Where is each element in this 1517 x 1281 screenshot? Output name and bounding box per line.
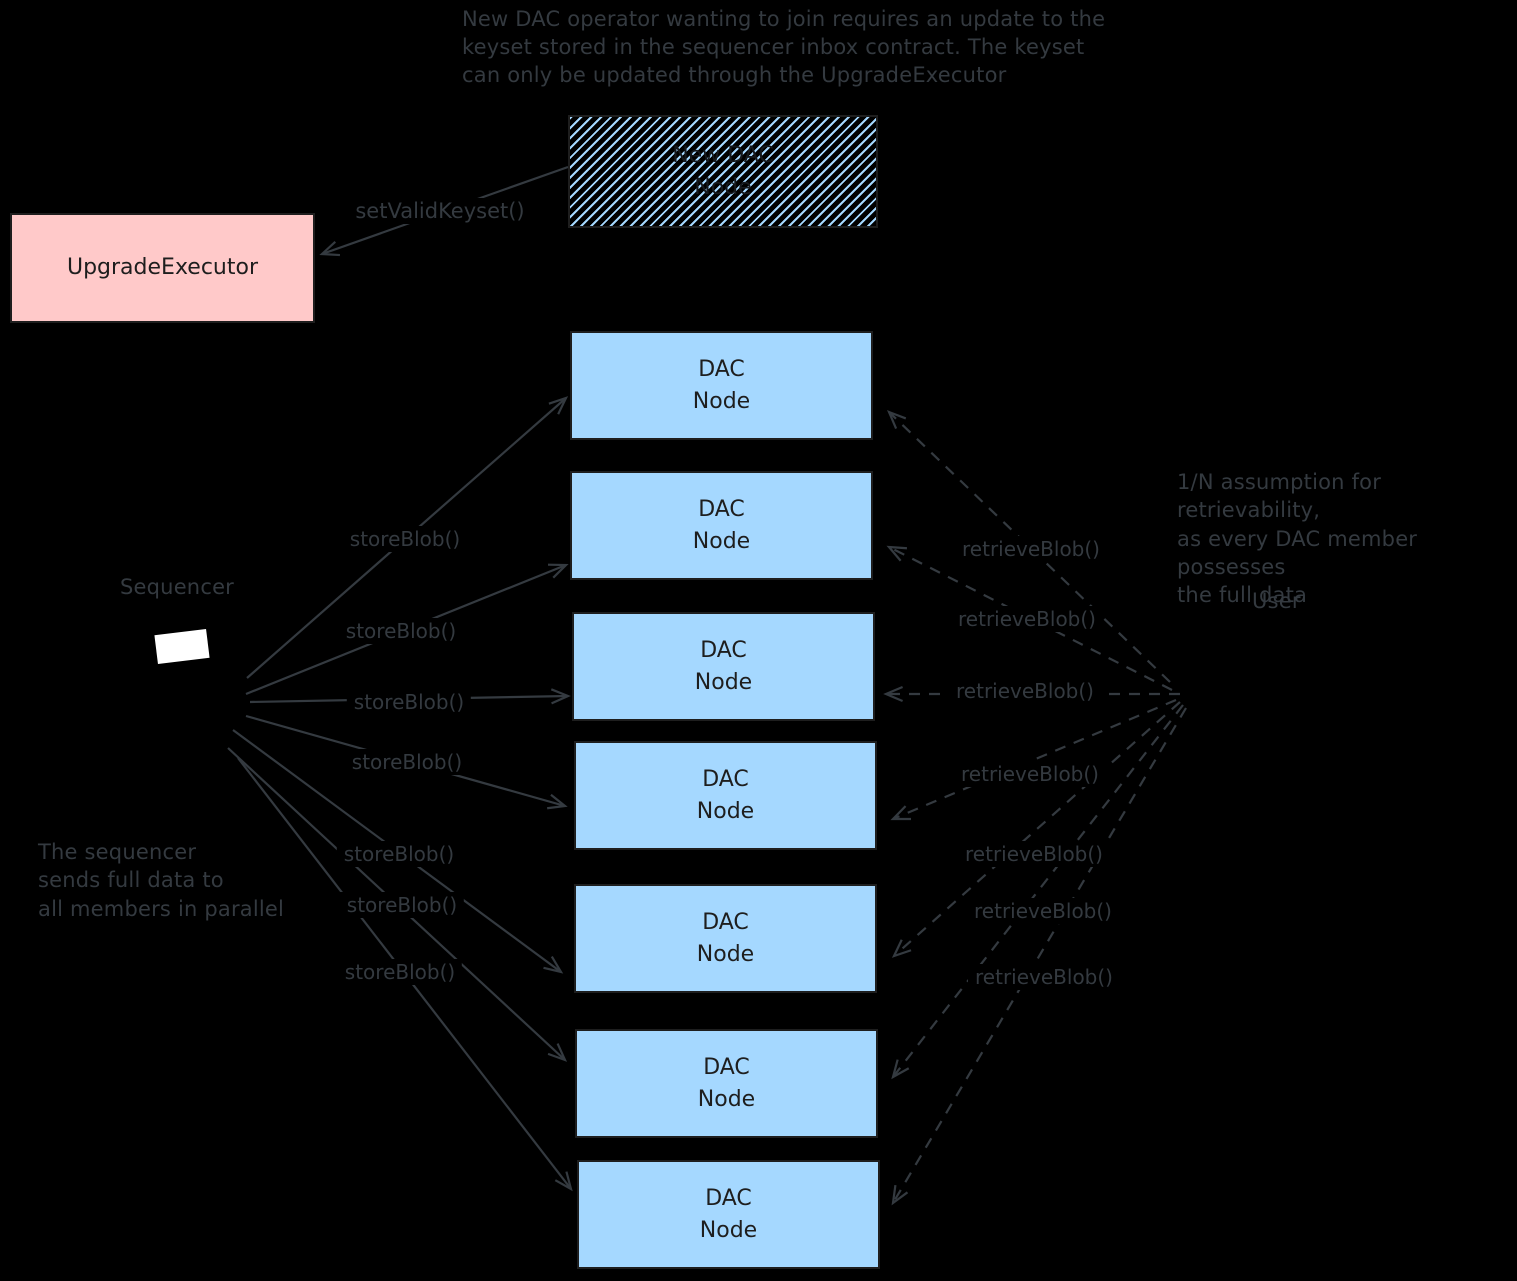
- upgrade-executor-box: UpgradeExecutor: [10, 213, 315, 323]
- store-blob-label: storeBlob(): [346, 689, 472, 715]
- dac-node-label: DAC Node: [692, 496, 751, 554]
- store-blob-label: storeBlob(): [338, 618, 464, 644]
- dac-node-box: DAC Node: [570, 471, 873, 580]
- dac-node-label: DAC Node: [697, 1054, 756, 1112]
- set-valid-keyset-label: setValidKeyset(): [348, 198, 532, 224]
- dac-node-label: DAC Node: [699, 1185, 758, 1243]
- retrieve-blob-label: retrieveBlob(): [955, 536, 1107, 562]
- retrieve-blob-arrow: [890, 698, 1177, 821]
- dac-node-label: DAC Node: [696, 909, 755, 967]
- retrieve-blob-label: retrieveBlob(): [951, 606, 1103, 632]
- dac-node-box: DAC Node: [575, 1029, 878, 1138]
- retrieve-blob-arrow: [886, 410, 1171, 683]
- retrieve-blob-label: retrieveBlob(): [968, 964, 1120, 990]
- store-blob-label: storeBlob(): [336, 841, 462, 867]
- dac-node-box: DAC Node: [572, 612, 875, 721]
- store-blob-label: storeBlob(): [342, 526, 468, 552]
- store-blob-label: storeBlob(): [339, 892, 465, 918]
- retrieve-blob-arrow: [891, 704, 1184, 1080]
- store-blob-label: storeBlob(): [344, 749, 470, 775]
- retrieve-blob-label: retrieveBlob(): [949, 678, 1101, 704]
- store-blob-label: storeBlob(): [337, 959, 463, 985]
- retrieve-blob-arrow: [891, 707, 1187, 1206]
- retrievability-note: 1/N assumption for retrievability, as ev…: [1177, 470, 1418, 608]
- dac-node-box: DAC Node: [574, 741, 877, 850]
- retrieve-blob-arrow: [886, 545, 1173, 691]
- new-dac-node-box: New DAC Node: [568, 115, 878, 228]
- user-label: User: [1252, 589, 1301, 613]
- dac-node-box: DAC Node: [570, 331, 873, 440]
- retrieve-blob-label: retrieveBlob(): [967, 898, 1119, 924]
- retrieve-blob-arrow: [891, 701, 1181, 958]
- sequencer-note: The sequencer sends full data to all mem…: [38, 840, 285, 921]
- dac-node-box: DAC Node: [574, 884, 877, 993]
- upgrade-executor-label: UpgradeExecutor: [66, 255, 258, 281]
- sequencer-label: Sequencer: [120, 575, 235, 599]
- top-note: New DAC operator wanting to join require…: [462, 7, 1106, 87]
- retrieve-blob-label: retrieveBlob(): [954, 761, 1106, 787]
- dac-node-label: DAC Node: [692, 356, 751, 414]
- dac-node-box: DAC Node: [577, 1160, 880, 1269]
- new-dac-node-label: New DAC Node: [672, 142, 774, 200]
- dac-node-label: DAC Node: [696, 766, 755, 824]
- dac-node-label: DAC Node: [694, 637, 753, 695]
- retrieve-blob-label: retrieveBlob(): [958, 841, 1110, 867]
